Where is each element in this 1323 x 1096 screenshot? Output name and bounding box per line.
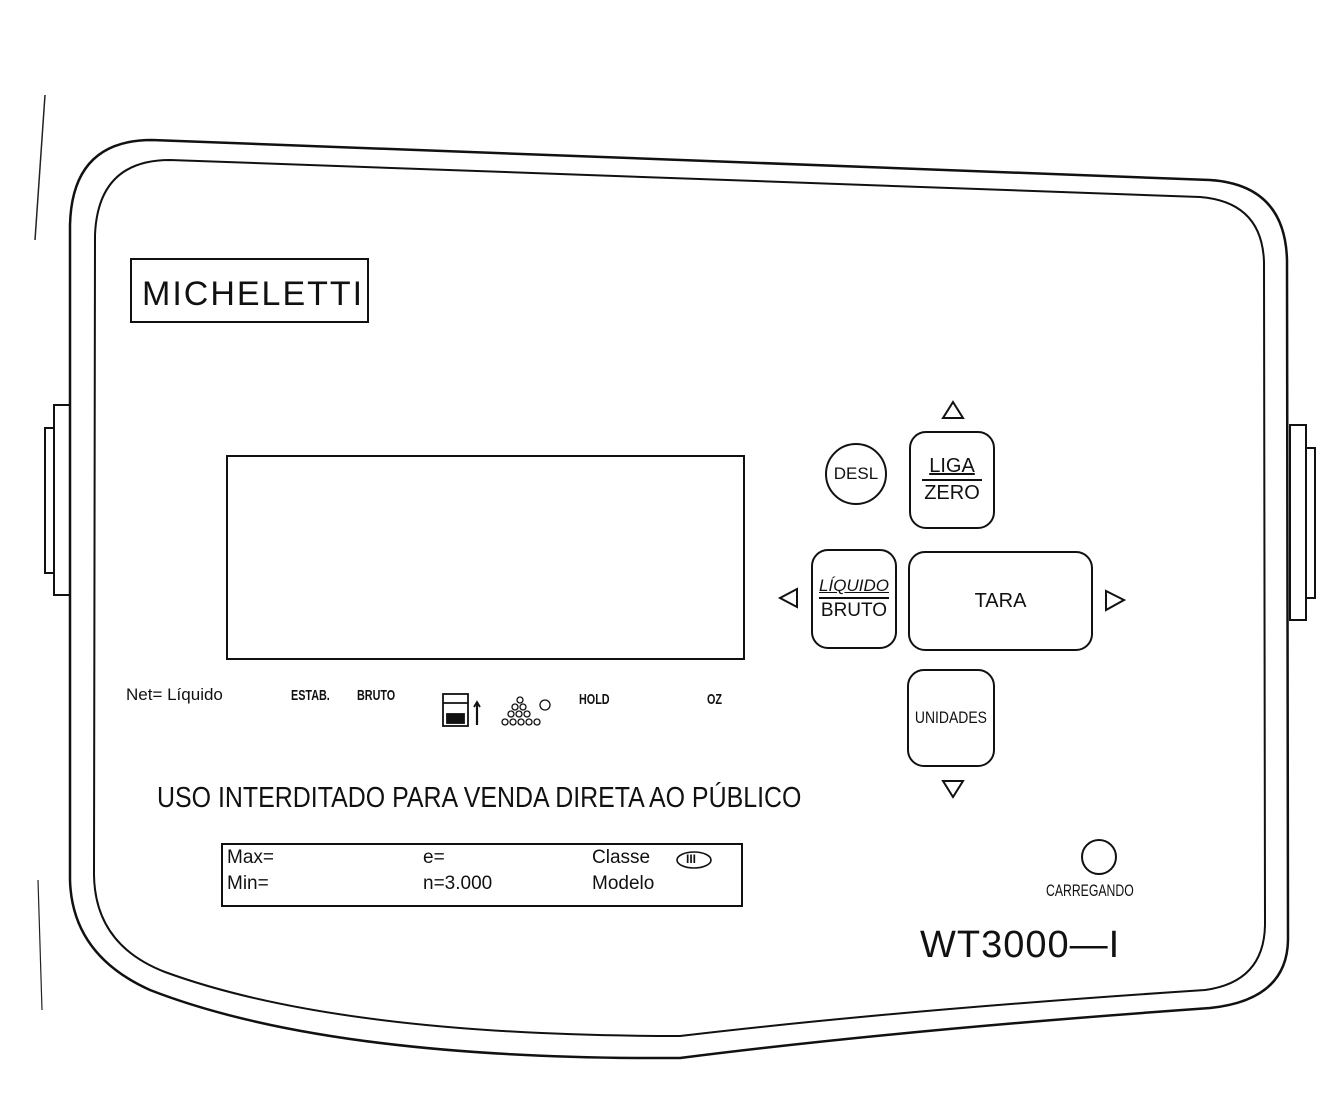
- liga-zero-button[interactable]: LIGA ZERO: [910, 432, 994, 528]
- desl-button-outline: [825, 443, 887, 505]
- spec-n: n=3.000: [423, 873, 493, 894]
- left-side-clamp: [44, 404, 71, 596]
- charging-label: CARREGANDO: [1046, 881, 1134, 900]
- spec-plate: [221, 843, 743, 907]
- unidades-button[interactable]: UNIDADES: [908, 670, 994, 766]
- net-indicator-label: Net= Líquido: [126, 685, 223, 704]
- arrow-left-icon: [777, 587, 798, 609]
- liquido-bruto-button-outline: [811, 549, 897, 649]
- housing-inner-outline: [92, 158, 1267, 1038]
- spec-min: Min=: [227, 873, 269, 894]
- arrow-right-icon: [1105, 589, 1127, 612]
- right-side-clamp: [1289, 424, 1316, 621]
- spec-class-mark: III: [686, 852, 697, 866]
- housing-outer-outline: [68, 138, 1290, 1060]
- key-divider: [819, 597, 889, 599]
- accuracy-class-mark: [676, 851, 712, 869]
- spec-max: Max=: [227, 847, 274, 868]
- spec-modelo: Modelo: [592, 873, 655, 894]
- charging-led-icon: [1081, 839, 1117, 875]
- zero-label: ZERO: [924, 482, 980, 504]
- brand-frame: [130, 258, 369, 323]
- scan-mark: [34, 94, 46, 241]
- brand-logo: MICHELETTI: [142, 275, 365, 313]
- model-label: WT3000—I: [920, 924, 1121, 966]
- liga-zero-button-outline: [909, 431, 995, 529]
- arrow-up-icon: [941, 400, 965, 419]
- tara-button-outline: [908, 551, 1093, 651]
- hold-indicator-label: HOLD: [579, 691, 610, 708]
- liquido-label: LÍQUIDO: [819, 576, 889, 595]
- spec-classe: Classe: [592, 847, 651, 868]
- unidades-button-outline: [907, 669, 995, 767]
- battery-icon: [442, 693, 481, 727]
- warning-text: USO INTERDITADO PARA VENDA DIRETA AO PÚB…: [157, 782, 802, 814]
- tara-label: TARA: [974, 589, 1027, 612]
- stable-indicator-label: ESTAB.: [291, 687, 330, 704]
- gross-indicator-label: BRUTO: [357, 687, 396, 704]
- tara-button[interactable]: TARA: [909, 552, 1092, 650]
- unidades-label: UNIDADES: [914, 708, 988, 727]
- scan-mark: [37, 879, 43, 1011]
- piece-count-icon: [501, 696, 551, 726]
- desl-button-label: DESL: [833, 464, 879, 483]
- desl-button[interactable]: DESL: [826, 444, 886, 504]
- spec-e: e=: [423, 847, 445, 868]
- liga-label: LIGA: [929, 455, 975, 477]
- bruto-label: BRUTO: [820, 600, 888, 621]
- liquido-bruto-button[interactable]: LÍQUIDO BRUTO: [812, 550, 896, 648]
- arrow-down-icon: [941, 780, 965, 799]
- key-divider: [922, 479, 982, 481]
- oz-indicator-label: OZ: [707, 691, 723, 708]
- display-window: [226, 455, 745, 660]
